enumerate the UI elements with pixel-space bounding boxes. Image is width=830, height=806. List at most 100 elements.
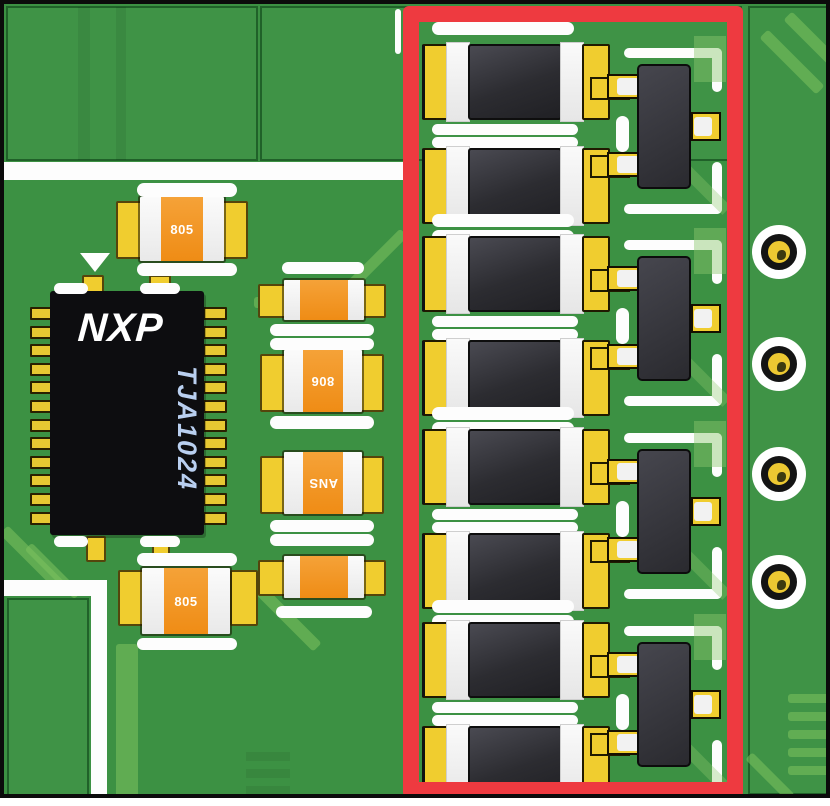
diode	[422, 338, 620, 418]
ic-pin	[203, 400, 227, 413]
silkscreen-tick	[140, 536, 180, 547]
ic-pin	[203, 474, 227, 488]
test-point-via	[752, 555, 806, 609]
copper-trace	[788, 766, 826, 775]
gold-pad	[761, 564, 797, 600]
copper-trace	[788, 730, 826, 739]
ic-pin	[203, 511, 227, 525]
silkscreen-outline	[270, 324, 374, 336]
diode-terminal	[446, 427, 470, 507]
silkscreen-outline	[712, 354, 722, 406]
silkscreen-outline	[432, 509, 578, 520]
diode	[422, 234, 620, 314]
copper-pour-top-left	[6, 6, 258, 161]
ic-pin	[203, 493, 227, 506]
silkscreen-outline	[624, 48, 722, 58]
diode-body	[468, 533, 562, 609]
silkscreen-outline	[712, 162, 722, 214]
solder-pad	[691, 304, 721, 333]
silkscreen-tick	[54, 283, 88, 294]
highlight-components	[422, 4, 731, 794]
via-hole	[777, 580, 786, 590]
test-point-via	[752, 225, 806, 279]
copper-trace	[788, 748, 826, 757]
copper-patch	[694, 421, 726, 467]
silkscreen-outline	[432, 137, 578, 148]
diode-terminal	[560, 146, 584, 226]
cap-marking	[300, 556, 348, 598]
transistor-sot23	[637, 64, 691, 189]
capacitor-mid-lower: ANS	[282, 450, 364, 516]
silkscreen-outline	[624, 589, 722, 599]
copper-patch	[694, 36, 726, 82]
diode-body	[468, 236, 562, 312]
copper-shade	[78, 7, 90, 160]
diode-terminal	[560, 338, 584, 418]
silkscreen-outline	[624, 240, 722, 250]
silkscreen-outline	[137, 183, 237, 197]
silkscreen-outline	[712, 740, 722, 792]
solder-pad	[607, 537, 641, 562]
silkscreen-tick	[616, 501, 629, 537]
suppressor-group	[422, 22, 731, 248]
silkscreen-corner-line	[4, 580, 100, 596]
capacitor-mid-small-bottom	[282, 554, 366, 600]
silkscreen-tick	[140, 283, 180, 294]
silkscreen-outline	[270, 534, 374, 546]
silkscreen-outline	[432, 600, 574, 613]
silkscreen-tick	[616, 694, 629, 730]
cap-marking: 805	[161, 197, 203, 261]
silkscreen-outline	[137, 263, 237, 276]
silkscreen-outline	[624, 433, 722, 443]
solder-pad	[258, 284, 286, 318]
ic-pin	[203, 381, 227, 395]
silkscreen-outline	[432, 329, 578, 340]
solder-pad	[607, 74, 641, 99]
silkscreen-outline	[624, 626, 722, 636]
silkscreen-outline	[624, 396, 722, 406]
copper-trace	[788, 694, 826, 703]
copper-shade	[116, 7, 126, 160]
silkscreen-tick	[54, 536, 88, 547]
ic-pin	[203, 362, 227, 376]
silkscreen-outline	[432, 522, 578, 533]
copper-trace	[788, 712, 826, 721]
copper-trace	[116, 644, 138, 794]
transistor-sot23	[637, 256, 691, 381]
diode-body	[468, 622, 562, 698]
copper-shade	[246, 786, 290, 794]
silkscreen-outline	[432, 214, 574, 227]
transistor-sot23	[637, 642, 691, 767]
diode-terminal	[446, 620, 470, 700]
diode	[422, 42, 620, 122]
solder-pad	[607, 266, 641, 291]
solder-pad	[607, 344, 641, 369]
via-hole	[777, 472, 786, 482]
silkscreen-outline	[276, 606, 372, 618]
nxp-logo: NXP	[76, 306, 165, 350]
silkscreen-outline	[432, 715, 578, 726]
silkscreen-outline	[270, 520, 374, 532]
copper-pour-bottom-left	[7, 598, 89, 794]
silkscreen-outline	[137, 638, 237, 650]
capacitor-bottom: 805	[140, 566, 232, 636]
silkscreen-outline	[137, 553, 237, 566]
silkscreen-outline	[712, 626, 722, 670]
ic-tja1024	[50, 291, 204, 535]
ic-pin	[203, 307, 227, 320]
capacitor-top: 805	[138, 195, 226, 263]
capacitor-mid-upper: 806	[282, 348, 364, 414]
test-point-via	[752, 337, 806, 391]
ic-pin	[203, 344, 227, 358]
gold-pad	[761, 346, 797, 382]
solder-pad	[422, 429, 448, 505]
silkscreen-outline	[270, 338, 374, 350]
diode	[422, 146, 620, 226]
silkscreen-outline	[624, 204, 722, 214]
silkscreen-outline	[432, 22, 574, 35]
diode-terminal	[560, 620, 584, 700]
ic-pin	[203, 418, 227, 432]
diode-terminal	[560, 42, 584, 122]
